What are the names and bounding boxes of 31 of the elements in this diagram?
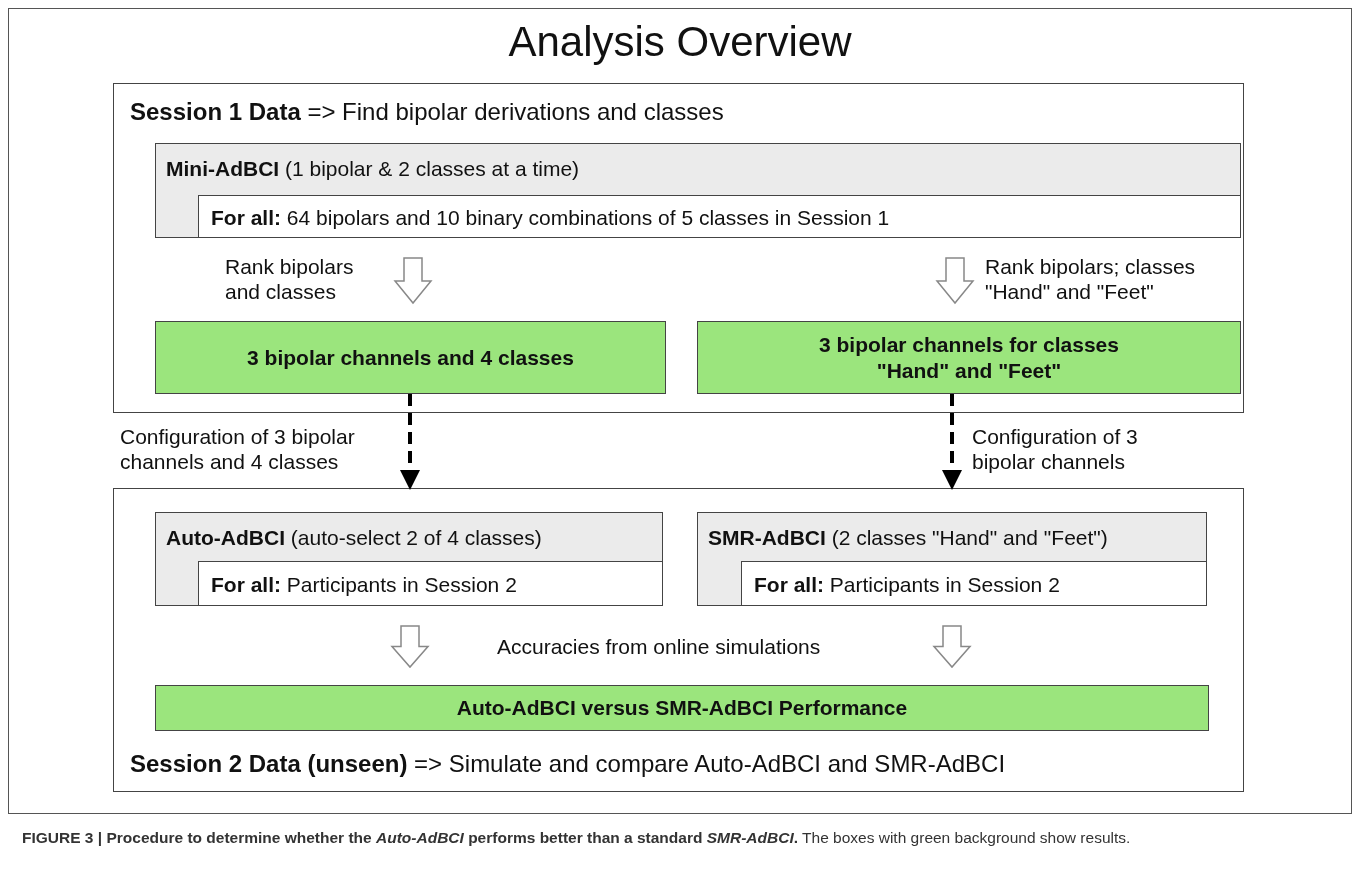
flow-note: Accuracies from online simulations (497, 634, 821, 660)
box-heading: For all: Participants in Session 2 (211, 572, 517, 598)
diagram-title: Analysis Overview (507, 18, 853, 66)
result-text: 3 bipolar channels and 4 classes (247, 344, 574, 371)
dashed-arrow (400, 394, 420, 490)
process-box (741, 561, 1207, 606)
process-box (155, 512, 663, 606)
box-heading: Mini-AdBCI (1 bipolar & 2 classes at a time) (166, 156, 580, 182)
session-panel (113, 488, 1244, 792)
block-arrow (393, 257, 433, 305)
process-box (697, 512, 1207, 606)
result-box (155, 321, 666, 394)
box-heading: SMR-AdBCI (2 classes "Hand" and "Feet") (708, 525, 1108, 551)
result-text: Auto-AdBCI versus SMR-AdBCI Performance (456, 695, 908, 721)
process-box (155, 143, 1241, 238)
box-heading: For all: 64 bipolars and 10 binary combinations of 5 classes in Session 1 (211, 205, 890, 231)
process-box (198, 561, 663, 606)
figure-caption: FIGURE 3 | Procedure to determine whether the Auto-AdBCI performs better than a standard SMR-AdBCI. The boxes with green background show results. (22, 828, 1132, 848)
box-heading: Session 2 Data (unseen) => Simulate and compare Auto-AdBCI and SMR-AdBCI (130, 750, 1006, 779)
block-arrow (932, 625, 972, 669)
box-heading: Auto-AdBCI (auto-select 2 of 4 classes) (166, 525, 542, 551)
block-arrow (390, 625, 430, 669)
dashed-arrow (942, 394, 962, 490)
result-box (697, 321, 1241, 394)
block-arrow (935, 257, 975, 305)
result-text: 3 bipolar channels for classes "Hand" and "Feet" (818, 332, 1120, 383)
result-box (155, 685, 1209, 731)
session-panel (113, 83, 1244, 413)
process-box (198, 195, 1241, 238)
box-heading: Session 1 Data => Find bipolar derivations and classes (130, 98, 724, 127)
box-heading: For all: Participants in Session 2 (754, 572, 1060, 598)
